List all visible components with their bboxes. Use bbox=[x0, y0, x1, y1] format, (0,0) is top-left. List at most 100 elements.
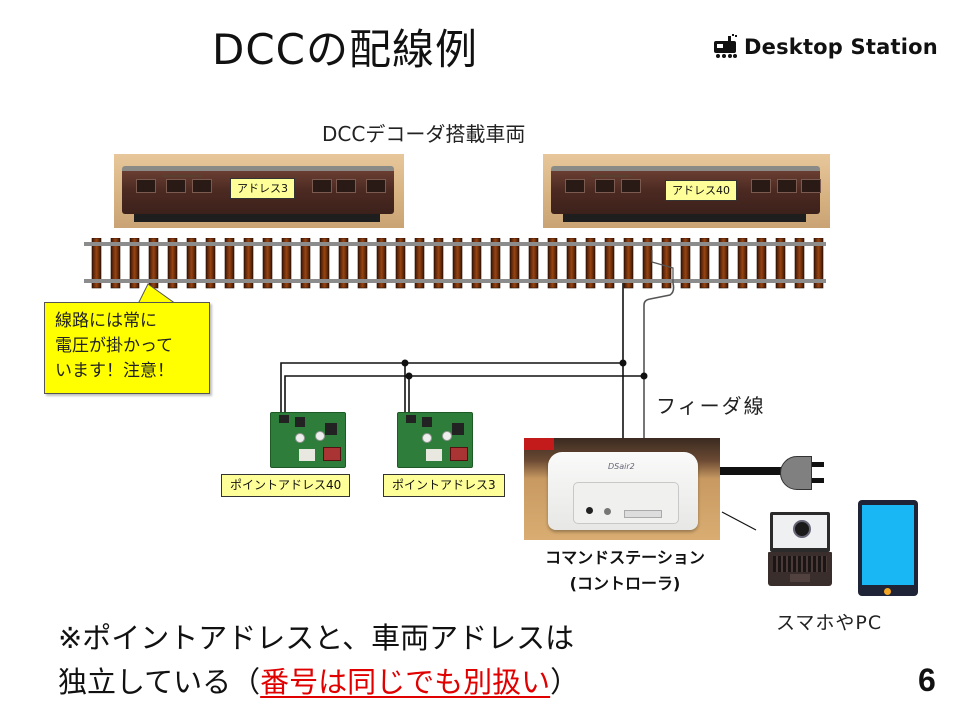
track-sleeper bbox=[452, 238, 463, 289]
track-sleeper bbox=[338, 238, 349, 289]
rail-top bbox=[84, 242, 826, 246]
touchpad bbox=[790, 574, 810, 582]
usb-cable bbox=[721, 511, 757, 531]
keyboard-keys bbox=[773, 556, 827, 572]
train-window bbox=[312, 179, 332, 193]
junction-dot bbox=[640, 372, 648, 380]
tablet-screen bbox=[862, 505, 914, 585]
track-sleeper bbox=[490, 238, 501, 289]
train-window bbox=[336, 179, 356, 193]
track-sleeper bbox=[509, 238, 520, 289]
bus-wire-a bbox=[280, 362, 623, 413]
track-sleeper bbox=[243, 238, 254, 289]
regulator bbox=[299, 449, 315, 461]
train-car-photo bbox=[543, 154, 830, 228]
track-sleeper bbox=[262, 238, 273, 289]
train-window bbox=[801, 179, 821, 193]
laptop-icon bbox=[768, 512, 832, 588]
note-line2: 独立している（番号は同じでも別扱い） bbox=[58, 660, 579, 704]
slide-title: DCCの配線例 bbox=[212, 25, 478, 74]
train-window bbox=[777, 179, 797, 193]
power-button bbox=[586, 507, 593, 514]
track-sleeper bbox=[319, 238, 330, 289]
track-sleeper bbox=[699, 238, 710, 289]
capacitor bbox=[422, 433, 432, 443]
page-number: 6 bbox=[918, 662, 936, 698]
device-logo: DSair2 bbox=[608, 462, 635, 471]
plug-prong bbox=[812, 478, 824, 483]
track-sleeper bbox=[547, 238, 558, 289]
note-line2-start: 独立している（ bbox=[58, 665, 261, 699]
track-sleeper bbox=[623, 238, 634, 289]
power-cord bbox=[720, 467, 782, 475]
track-sleeper bbox=[186, 238, 197, 289]
track-sleeper bbox=[414, 238, 425, 289]
command-station-label: コマンドステーション (コントローラ) bbox=[520, 545, 730, 597]
point-address-tag: ポイントアドレス3 bbox=[383, 474, 505, 497]
track-sleeper bbox=[528, 238, 539, 289]
capacitor bbox=[442, 431, 452, 441]
chip bbox=[452, 423, 464, 435]
laptop-screen bbox=[770, 512, 830, 552]
track-sleeper bbox=[794, 238, 805, 289]
devices-label: スマホやPC bbox=[776, 612, 883, 634]
command-station-photo: DSair2 bbox=[524, 438, 720, 540]
brand-name: Desktop Station bbox=[744, 35, 938, 59]
chip bbox=[325, 423, 337, 435]
vehicle-address-tag: アドレス40 bbox=[665, 180, 737, 201]
junction-dot bbox=[405, 372, 413, 380]
dip-switch bbox=[323, 447, 341, 461]
command-station-label-line1: コマンドステーション bbox=[545, 548, 705, 567]
track-sleeper bbox=[471, 238, 482, 289]
chip bbox=[295, 417, 305, 427]
track-sleeper bbox=[300, 238, 311, 289]
track-sleeper bbox=[604, 238, 615, 289]
track-sleeper bbox=[129, 238, 140, 289]
tablet-home-button bbox=[884, 588, 891, 595]
train-window bbox=[751, 179, 771, 193]
train-window bbox=[192, 179, 212, 193]
track-sleeper bbox=[224, 238, 235, 289]
train-window bbox=[166, 179, 186, 193]
capacitor bbox=[295, 433, 305, 443]
point-decoder-board bbox=[270, 412, 346, 468]
card-slot bbox=[624, 510, 662, 518]
pantograph bbox=[591, 175, 631, 183]
power-plug-icon bbox=[780, 456, 812, 490]
connector bbox=[406, 415, 416, 423]
track-sleeper bbox=[167, 238, 178, 289]
track-sleeper bbox=[775, 238, 786, 289]
speed-gauge bbox=[793, 520, 811, 538]
track-sleeper bbox=[813, 238, 824, 289]
status-led bbox=[604, 508, 611, 515]
track-sleeper bbox=[585, 238, 596, 289]
note-highlight: 番号は同じでも別扱い bbox=[260, 665, 551, 699]
track-sleeper bbox=[680, 238, 691, 289]
track-sleeper bbox=[395, 238, 406, 289]
vehicle-address-tag: アドレス3 bbox=[230, 178, 295, 199]
train-window bbox=[595, 179, 615, 193]
track-sleeper bbox=[357, 238, 368, 289]
command-station-label-line2: (コントローラ) bbox=[569, 574, 681, 593]
rail-bottom bbox=[84, 279, 826, 283]
warning-line: 線路には常に bbox=[55, 311, 157, 331]
note-line1: ※ポイントアドレスと、車両アドレスは bbox=[58, 621, 575, 655]
regulator bbox=[426, 449, 442, 461]
tablet-icon bbox=[858, 500, 918, 596]
brand-logo: Desktop Station bbox=[712, 32, 938, 62]
train-bogies bbox=[134, 214, 380, 222]
vehicles-caption: DCCデコーダ搭載車両 bbox=[322, 122, 526, 146]
capacitor bbox=[315, 431, 325, 441]
bus-wire-b bbox=[284, 375, 644, 413]
train-window bbox=[136, 179, 156, 193]
connector bbox=[279, 415, 289, 423]
railway-track bbox=[84, 238, 826, 289]
warning-line: 電圧が掛かって bbox=[55, 336, 174, 356]
background-train bbox=[524, 438, 554, 450]
laptop-keyboard bbox=[768, 552, 832, 586]
train-bogies bbox=[563, 214, 806, 222]
plug-prong bbox=[812, 462, 824, 467]
locomotive-icon bbox=[714, 34, 737, 58]
chip bbox=[422, 417, 432, 427]
junction-dot bbox=[401, 359, 409, 367]
